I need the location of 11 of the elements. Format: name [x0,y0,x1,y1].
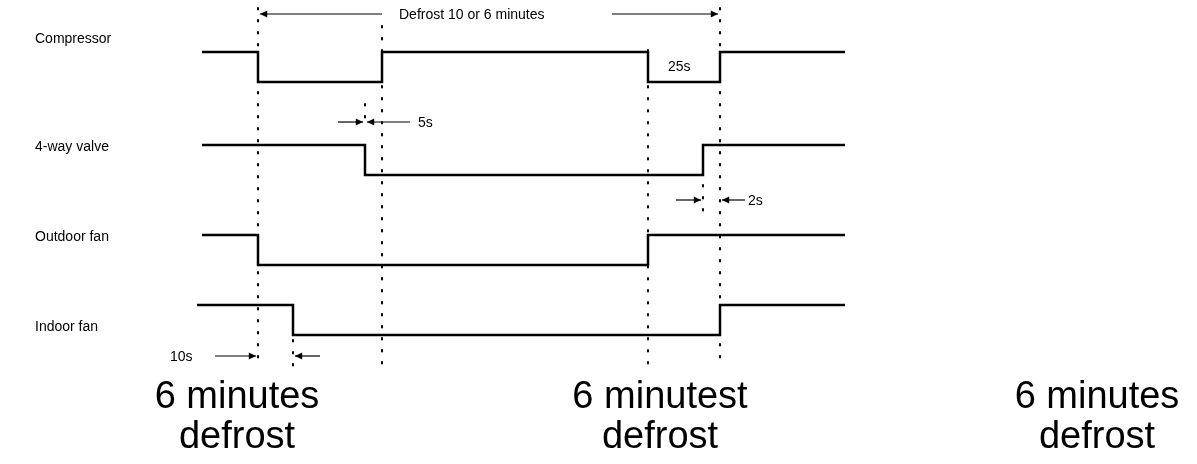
duration-label: 2s [748,192,763,208]
signal-name: Indoor fan [35,318,99,334]
duration-label: 5s [418,114,433,130]
note-text: 6 minutes defrost [153,375,321,455]
duration-label: 25s [668,58,691,74]
duration-label: 10s [170,348,193,364]
signal-name: 4-way valve [35,138,109,154]
note-text: 6 minutes defrost [1013,375,1181,455]
note-text: 6 minutest defrost [571,375,749,455]
signal-name: Outdoor fan [35,228,109,244]
signal-name: Compressor [35,30,112,46]
